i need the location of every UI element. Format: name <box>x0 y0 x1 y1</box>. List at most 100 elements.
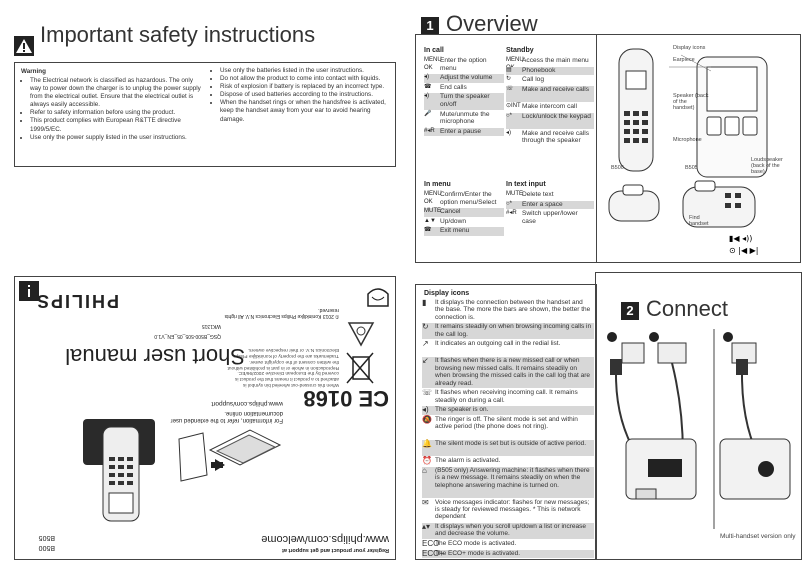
ce-mark: CE 0168 <box>303 386 389 411</box>
step-3: 3 <box>724 325 728 331</box>
warning-item: Use only the batteries listed in the use… <box>220 67 391 75</box>
key-text: Make intercom call <box>522 103 577 110</box>
key-text: Confirm/Enter the option menu/Select <box>440 191 497 206</box>
philips-logo: PHILIPS <box>34 291 119 311</box>
display-icon: 🔔 <box>422 439 432 449</box>
key-text: Access the main menu <box>522 57 589 64</box>
warning-list-2: Use only the batteries listed in the use… <box>211 67 391 124</box>
warning-item: Risk of explosion if battery is replaced… <box>220 83 391 91</box>
phone-diagram: ▮◀ ◂)) ⊙ |◀ ▶| <box>608 48 768 255</box>
display-icon-text: It displays the connection between the h… <box>435 299 591 321</box>
display-icon: ↻ <box>422 322 429 332</box>
warning-item: When the handset rings or when the hands… <box>220 99 391 123</box>
doc-code: WK1315 <box>201 323 221 329</box>
key-row: ▤Phonebook <box>506 66 594 76</box>
display-icon: ECO+ <box>422 548 445 558</box>
welcome-url: www.philips.com/welcome <box>261 533 389 545</box>
warning-heading: Warning <box>21 68 46 75</box>
display-icons-box: Display icons ▮It displays the connectio… <box>415 284 597 560</box>
key-row: ◂)Make and receive calls through the spe… <box>506 130 594 154</box>
warning-item: Dispose of used batteries according to t… <box>220 91 391 99</box>
step-2: 2 <box>656 325 660 331</box>
warning-item: Do not allow the product to come into co… <box>220 75 391 83</box>
key-text: Mute/unmute the microphone <box>440 110 490 126</box>
display-icon-row: 🔕The ringer is off. The silent mode is s… <box>422 414 594 439</box>
display-icon-row: ◂) The speaker is on. <box>422 405 594 415</box>
key-icon: ↻ <box>506 76 512 83</box>
display-icon-row: ⏰The alarm is activated. <box>422 456 594 466</box>
display-icon-text: It displays when you scroll up/down a li… <box>435 523 587 538</box>
key-text: Exit menu <box>440 227 470 235</box>
display-icon: ⏰ <box>422 456 432 466</box>
label-speaker-back: Speaker (back of the handset) <box>673 93 709 111</box>
display-icon-row: 🔔The silent mode is set but is outside o… <box>422 439 594 457</box>
display-icon-row: ↙ It flashes when there is a new missed c… <box>422 356 594 389</box>
label-find-handset: Find handset <box>689 215 709 227</box>
display-icon-text: (B505 only) Answering machine: it flashe… <box>435 466 590 489</box>
key-text: Make and receive calls <box>522 85 590 93</box>
key-text: Adjust the volume <box>440 74 493 82</box>
key-row: 🎤Mute/unmute the microphone <box>424 111 504 127</box>
connect-box: 1 2 3 Multi-handset version only <box>595 272 802 560</box>
key-icon: ▲▼ <box>424 217 436 224</box>
key-text: Enter the option menu <box>440 57 487 72</box>
key-icon: ☎ <box>424 227 432 234</box>
display-icon-text: The ECO mode is activated. <box>435 540 517 547</box>
back-cover: Register your product and get support at… <box>14 276 396 560</box>
display-icon-row: ✉Voice messages indicator: flashes for n… <box>422 498 594 522</box>
phone-diagram-box: ▮◀ ◂)) ⊙ |◀ ▶| Display icons Earpiece Sp… <box>595 34 801 263</box>
display-icon-text: It flashes when there is a new missed ca… <box>435 357 590 387</box>
display-icon-text: The alarm is activated. <box>435 457 501 465</box>
key-icon: ○* <box>506 200 512 207</box>
safety-title: Important safety instructions <box>40 22 316 47</box>
key-text: Call log <box>522 76 544 84</box>
model-b505: B505 <box>38 534 55 541</box>
display-icon-row: ▮It displays the connection between the … <box>422 298 594 322</box>
label-earpiece: Earpiece <box>673 57 695 63</box>
key-row: ○*Lock/unlock the keypad <box>506 112 594 129</box>
display-icon-row: ☏It flashes when receiving incoming call… <box>422 388 594 405</box>
key-icon: ☏ <box>506 85 514 92</box>
lang-code: QSG_B500-505_05_EN_V1.0 <box>154 333 221 339</box>
display-icon: 🔕 <box>422 414 432 424</box>
overview-number: 1 <box>421 17 439 35</box>
key-text: Enter a pause <box>440 127 482 135</box>
key-icon: ☎ <box>424 83 432 90</box>
display-icon-row: ↗It indicates an outgoing call in the re… <box>422 340 594 356</box>
key-text: Up/down <box>440 217 467 225</box>
key-text: Turn the speaker on/off <box>440 93 490 108</box>
model-b500: B500 <box>38 544 55 551</box>
key-row: ↻ Call log <box>506 76 594 85</box>
key-row: ◂) Turn the speaker on/off <box>424 93 504 110</box>
warning-item: This product complies with European R&TT… <box>30 117 203 133</box>
display-icon-text: The speaker is on. <box>435 406 489 414</box>
in-call-heading: In call <box>424 47 444 54</box>
key-icon: ◂) <box>424 93 430 100</box>
support-note: For information, refer to the extended u… <box>170 410 283 423</box>
key-row: ☎End calls <box>424 84 504 93</box>
warning-item: Refer to safety information before using… <box>30 109 203 117</box>
key-icon: ◂) <box>424 74 430 81</box>
svg-text:▮◀ ◂)): ▮◀ ◂)) <box>729 234 752 243</box>
step-1: 1 <box>602 325 606 331</box>
key-icon: #◂R <box>424 127 435 134</box>
display-icon: ECO <box>422 539 440 548</box>
display-icon: ↙ <box>422 356 429 366</box>
display-icon: ◂) <box>422 405 429 415</box>
key-icon: MUTE <box>424 208 441 215</box>
label-b500: B500 <box>611 165 624 171</box>
multi-handset-note: Multi-handset version only <box>720 533 796 540</box>
warning-item: Use only the power supply listed in the … <box>30 134 203 142</box>
warning-box: Warning The Electrical network is classi… <box>14 62 396 167</box>
display-icons-heading: Display icons <box>424 290 470 297</box>
key-text: Enter a space <box>522 200 563 208</box>
label-b505: B505 <box>685 165 698 171</box>
display-icon: ⌂ <box>422 465 427 475</box>
display-icon: ☏ <box>422 388 433 398</box>
